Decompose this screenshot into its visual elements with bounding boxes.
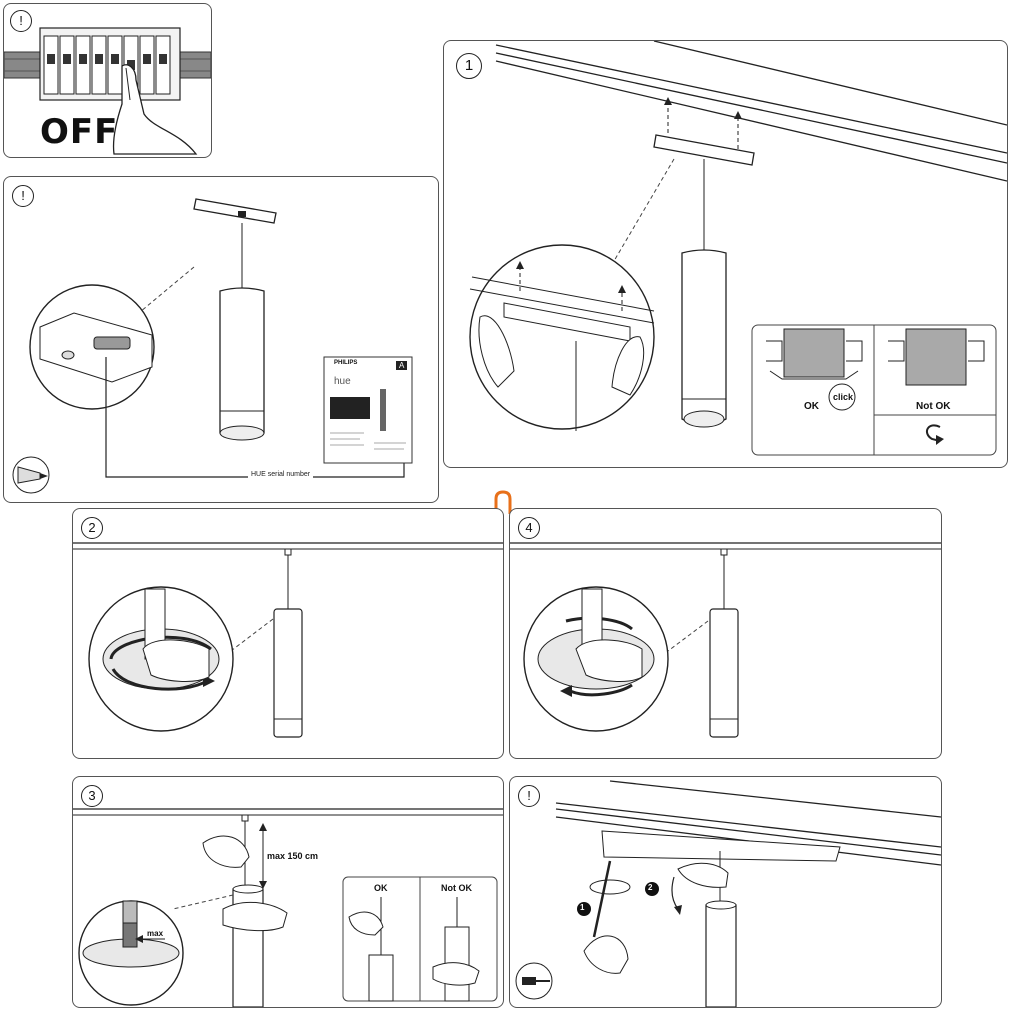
step-number-badge: 3 — [81, 785, 103, 807]
ok-label: OK — [804, 401, 819, 412]
panel-step-3: 3 max 150 cm max OK Not OK — [72, 776, 504, 1008]
panel-step-1: 1 — [443, 40, 1008, 468]
step-number-badge: 1 — [456, 53, 482, 79]
panel-step-2: 2 — [72, 508, 504, 759]
not-ok-label: Not OK — [441, 883, 472, 893]
click-label: click — [833, 392, 854, 402]
not-ok-label: Not OK — [916, 401, 951, 412]
panel-removal: ! 1 2 — [509, 776, 942, 1008]
off-label: OFF — [40, 112, 119, 152]
step1-illustration — [469, 41, 1007, 456]
warning-badge: ! — [518, 785, 540, 807]
sequence-link-icon — [494, 490, 512, 514]
step-one-number: 1 — [580, 903, 585, 912]
box-badge: A — [396, 361, 408, 370]
step-two-number: 2 — [648, 883, 653, 892]
panel-step-4: 4 — [509, 508, 942, 759]
panel-power-off: ! OFF — [3, 3, 212, 158]
breaker-illustration — [4, 27, 211, 155]
max-length-label: max 150 cm — [267, 851, 319, 861]
step4-illustration — [510, 542, 941, 738]
warning-badge: ! — [12, 185, 34, 207]
removal-illustration — [515, 780, 941, 1007]
max-label: max — [147, 929, 164, 938]
box-product: hue — [334, 376, 351, 387]
serial-illustration — [12, 198, 413, 494]
hue-serial-number-label: HUE serial number — [248, 471, 314, 478]
step-number-badge: 4 — [518, 517, 540, 539]
step3-illustration — [73, 808, 503, 1007]
box-brand: PHILIPS — [334, 360, 358, 366]
step2-illustration — [73, 542, 503, 738]
panel-serial-number: ! PHILIPS hue A HUE serial number — [3, 176, 439, 503]
ok-label: OK — [374, 883, 388, 893]
warning-badge: ! — [10, 10, 32, 32]
step-number-badge: 2 — [81, 517, 103, 539]
